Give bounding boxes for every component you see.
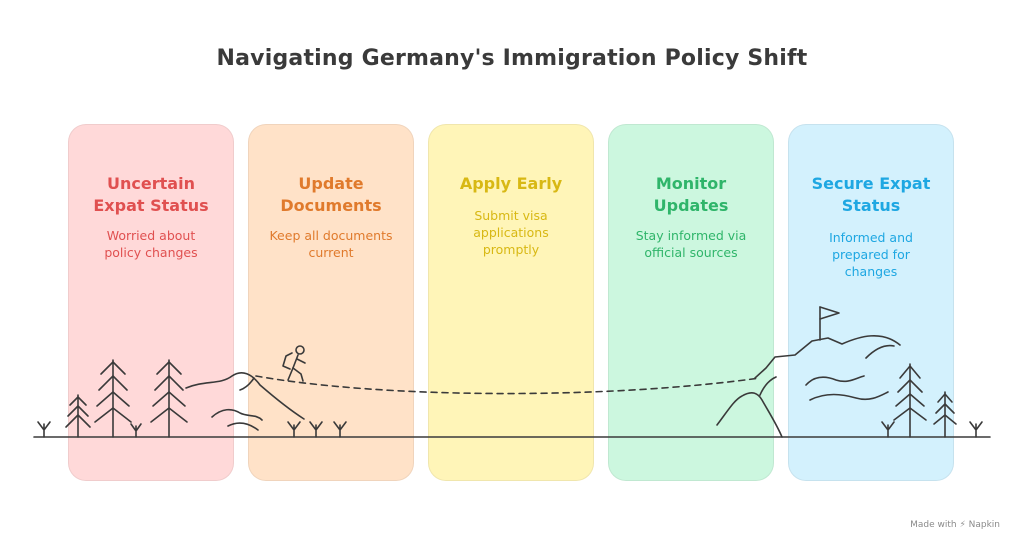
diagram-title: Navigating Germany's Immigration Policy … [216,46,808,71]
napkin-watermark: Made with ⚡ Napkin [910,520,1000,530]
dashed-path [255,375,761,395]
sprout-icon [333,421,347,438]
sprout-icon [969,421,983,438]
hiker-icon [282,345,306,382]
mountain-summit [716,306,901,438]
pine-tree-icon [893,363,927,438]
stage-title: Apply Early [459,174,563,193]
pine-tree-icon [65,394,91,438]
sprout-icon [130,423,142,438]
sprout-icon [287,421,301,438]
sprout-icon [309,421,323,438]
pine-tree-icon [94,359,132,438]
pine-tree-icon [150,359,188,438]
sprout-icon [881,421,895,438]
pine-tree-icon [933,391,957,438]
left-hill [185,372,305,431]
sprout-icon [37,421,51,438]
